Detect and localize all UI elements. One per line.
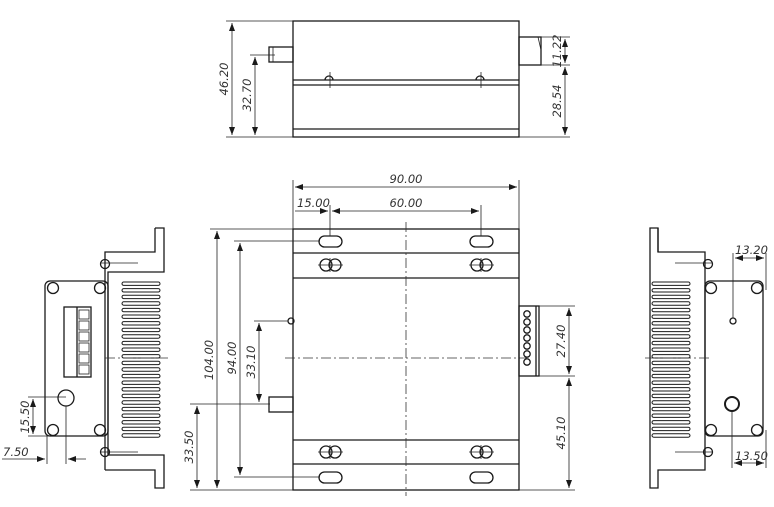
dim-led-offset: 33.10: [244, 346, 258, 379]
port-icon: [57, 389, 75, 407]
right-side-view: 13.20 13.50: [645, 227, 768, 489]
dim-terminal-block-length: 27.40: [554, 325, 568, 358]
screw-hole-icon: [318, 258, 494, 459]
dim-overall-width: 90.00: [390, 172, 423, 186]
front-view: 90.00 60.00 15.00 104.00 94.00 33.10 33.…: [182, 172, 575, 496]
mounting-slot-icon: [318, 235, 494, 484]
terminal-block-icon: [518, 305, 540, 377]
dim-terminal-offset: 28.54: [550, 85, 564, 118]
dim-terminal-height: 11.22: [550, 35, 564, 68]
dim-hole-spacing: 60.00: [390, 196, 423, 210]
dim-hole-edge-offset: 15.00: [297, 196, 330, 210]
dim-button-hole-offset: 13.50: [735, 449, 768, 463]
left-side-view: 15.50 7.50: [2, 227, 168, 489]
top-view: 46.20 32.70 11.22 28.54: [217, 20, 570, 138]
heatsink-fins-icon: [651, 281, 691, 438]
dim-overall-length: 104.00: [202, 340, 216, 380]
dim-port-offset: 7.50: [3, 445, 29, 459]
dim-terminal-block-offset: 45.10: [554, 417, 568, 450]
dim-led-hole-offset: 13.20: [735, 243, 768, 257]
terminal-slots-icon: [63, 306, 92, 378]
top-view-body: [292, 20, 520, 138]
dim-connector-height: 32.70: [240, 79, 254, 112]
dim-antenna-offset: 33.50: [182, 431, 196, 464]
led-hole-icon: [729, 317, 737, 325]
antenna-connector-icon: [268, 396, 294, 413]
dim-overall-height: 46.20: [217, 63, 231, 96]
button-hole-icon: [724, 396, 740, 412]
front-view-body: [292, 228, 520, 491]
antenna-connector-icon: [268, 46, 294, 63]
dim-port-height: 15.50: [18, 401, 32, 434]
terminal-block-icon: [518, 36, 542, 66]
dim-hole-row-spacing: 94.00: [225, 342, 239, 375]
heatsink-fins-icon: [121, 281, 161, 438]
